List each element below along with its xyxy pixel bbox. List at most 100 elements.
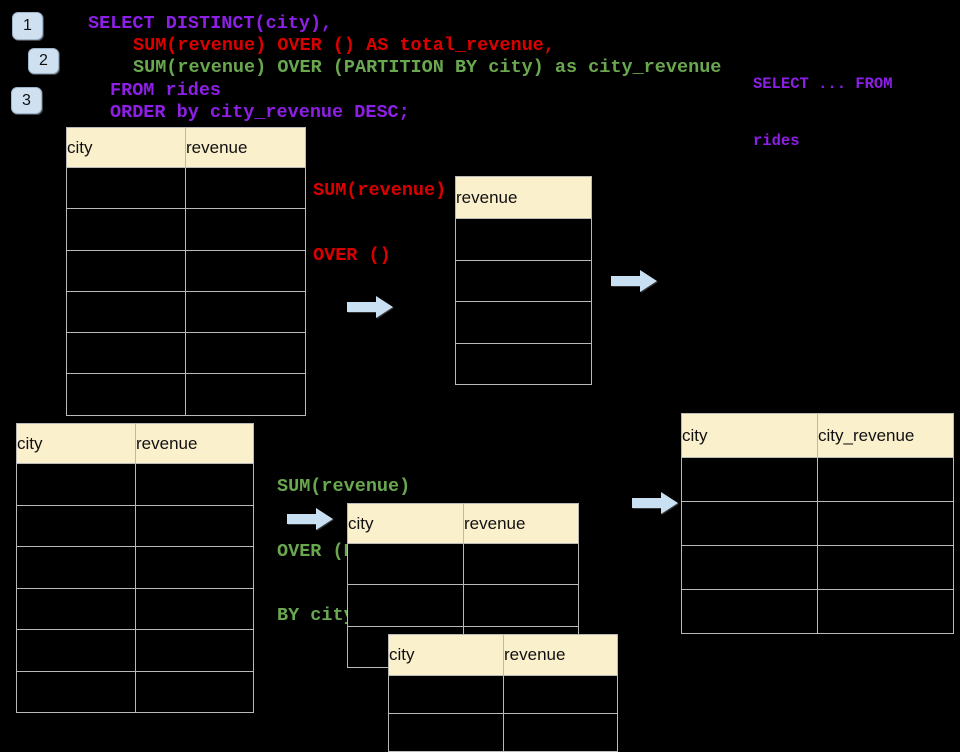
table-cell: [16, 587, 136, 630]
arrow-right-icon: [632, 492, 678, 514]
column-header: city: [681, 413, 818, 458]
table-cell: [16, 629, 136, 672]
table-row: [455, 342, 592, 385]
table-cell: [681, 545, 818, 590]
column-header: city: [16, 423, 136, 464]
slide-canvas: 1 2 3 SELECT DISTINCT(city), SUM(revenue…: [11, 12, 954, 752]
table-cell: [135, 629, 254, 672]
table-cell: [135, 587, 254, 630]
column-header: city_revenue: [817, 413, 954, 458]
table-cell: [455, 218, 592, 261]
table-cell: [135, 504, 254, 547]
table-row: [16, 587, 254, 630]
table-row: [388, 713, 618, 752]
table-cell: [135, 670, 254, 713]
table-cell: [66, 332, 186, 375]
table-row: [66, 332, 306, 375]
table-cell: [66, 290, 186, 334]
table-row: [455, 218, 592, 261]
sql-line-order-by: ORDER by city_revenue DESC;: [110, 102, 410, 123]
sql-line-select: SELECT DISTINCT(city),: [88, 13, 333, 34]
arrow-right-icon: [347, 296, 393, 318]
table-cell: [455, 259, 592, 302]
column-header: city: [347, 503, 464, 544]
table-row: [66, 208, 306, 251]
table-cell: [347, 584, 464, 627]
table-cell: [681, 589, 818, 634]
column-header: city: [66, 127, 186, 168]
table-row: [347, 584, 579, 627]
table-cell: [817, 501, 954, 546]
table-cell: [455, 301, 592, 344]
table-cell: [135, 546, 254, 589]
table-row: [16, 670, 254, 713]
table-cell: [347, 542, 464, 586]
table-cell: [16, 463, 136, 506]
table-header-row: revenue: [455, 176, 592, 219]
table-cell: [817, 457, 954, 502]
column-header: revenue: [463, 503, 579, 544]
table-cell: [185, 290, 306, 334]
table-row: [455, 301, 592, 344]
step-badge-2: 2: [28, 48, 59, 74]
table-row: [16, 463, 254, 506]
table-cell: [16, 546, 136, 589]
table-cell: [135, 463, 254, 506]
sql-line-from: FROM rides: [110, 80, 222, 101]
table-row: [681, 545, 954, 590]
table-cell: [66, 373, 186, 416]
table-row: [347, 542, 579, 586]
table-row: [388, 675, 618, 714]
table-row: [66, 166, 306, 210]
table-cell: [66, 166, 186, 210]
table-cell: [455, 342, 592, 385]
table-row: [681, 457, 954, 502]
step-badge-3: 3: [11, 87, 42, 114]
label-over-total: SUM(revenue) OVER (): [313, 138, 446, 309]
table-total-revenue-result: revenue: [455, 176, 592, 385]
table-cell: [16, 504, 136, 547]
table-cell: [503, 675, 618, 714]
column-header: revenue: [455, 176, 592, 219]
table-cell: [66, 249, 186, 292]
label-over-total-line1: SUM(revenue): [313, 180, 447, 201]
side-code-note: SELECT ... FROM rides: [753, 37, 893, 189]
side-code-line2: rides: [753, 132, 800, 150]
arrow-right-icon: [287, 508, 333, 530]
table-row: [66, 290, 306, 334]
table-cell: [463, 584, 579, 627]
table-row: [16, 546, 254, 589]
table-row: [16, 504, 254, 547]
table-cell: [185, 249, 306, 292]
table-cell: [681, 457, 818, 502]
arrow-right-icon: [611, 270, 657, 292]
column-header: revenue: [185, 127, 306, 168]
table-row: [66, 373, 306, 416]
table-row: [16, 629, 254, 672]
side-code-line1: SELECT ... FROM: [753, 75, 893, 93]
table-cell: [681, 501, 818, 546]
table-cell: [503, 713, 618, 752]
table-cell: [817, 545, 954, 590]
label-over-total-line2: OVER (): [313, 244, 391, 266]
table-cell: [185, 166, 306, 210]
table-cell: [185, 332, 306, 375]
column-header: city: [388, 634, 504, 676]
column-header: revenue: [135, 423, 254, 464]
step-badge-1: 1: [12, 12, 43, 40]
